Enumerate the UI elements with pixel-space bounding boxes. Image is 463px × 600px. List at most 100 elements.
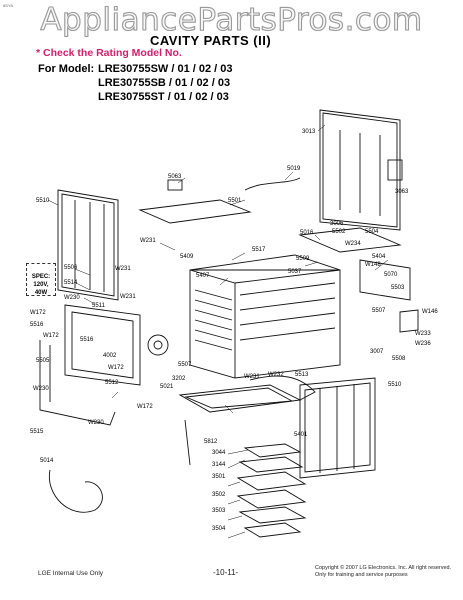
model-label: For Model:	[38, 63, 95, 75]
callout-label: 5014	[40, 458, 54, 464]
rack-3501	[236, 471, 307, 491]
rear-panel-inner	[322, 112, 398, 228]
callout-label: 5501	[228, 198, 242, 204]
callout-label: 3144	[212, 462, 226, 468]
callout-label: W231	[244, 374, 260, 380]
callout-label: 4002	[103, 353, 117, 359]
watermark: AppliancePartsPros.com	[40, 1, 423, 38]
callout-label: 5513	[295, 372, 309, 378]
check-rating-note: * Check the Rating Model No.	[36, 47, 182, 59]
rack-3044	[243, 443, 302, 458]
footer-copyright: Copyright © 2007 LG Electronics. Inc. Al…	[315, 565, 452, 571]
callout-label: 5504	[365, 229, 379, 235]
page-number: -10-11-	[213, 568, 239, 577]
callout-label: 3501	[212, 474, 226, 480]
callout-label: W231	[115, 266, 131, 272]
rear-panel-shape	[319, 109, 401, 231]
callout-label: W230	[88, 420, 104, 426]
callout-label: W230	[64, 295, 80, 301]
callout-label: 5512	[105, 380, 119, 386]
footer-left: LGE Internal Use Only	[38, 570, 104, 577]
top-frame-right	[298, 227, 402, 253]
callout-label: 3044	[212, 450, 226, 456]
callout-label: 3504	[212, 526, 226, 532]
callout-label: 5506	[64, 265, 78, 271]
hinge-bracket	[399, 309, 419, 333]
callout-label: 3013	[302, 129, 316, 135]
callout-label: W231	[120, 294, 136, 300]
spec-value: 120V, 40W	[33, 282, 49, 296]
model-line-3: LRE30755ST / 01 / 02 / 03	[98, 91, 229, 103]
callout-label: 5404	[372, 254, 386, 260]
callout-label: 5516	[80, 337, 94, 343]
callout-label: 5063	[168, 174, 182, 180]
callout-label: 5407	[196, 273, 210, 279]
wire-harness	[244, 177, 301, 191]
callout-label: 5016	[300, 230, 314, 236]
callout-label: W172	[43, 333, 59, 339]
callout-label: W234	[345, 241, 361, 247]
callout-label: 5502	[332, 229, 346, 235]
callout-label: 5517	[252, 247, 266, 253]
callout-label: 5507	[372, 308, 386, 314]
footer-training: Only for training and service purposes	[315, 572, 408, 578]
corner-code: 8SY8	[3, 3, 13, 8]
model-line-2: LRE30755SB / 01 / 02 / 03	[98, 77, 231, 89]
callout-label: 5503	[391, 285, 405, 291]
callout-label: 3063	[395, 189, 409, 195]
callout-label: 3007	[370, 349, 384, 355]
oven-cavity	[189, 254, 341, 379]
convection-fan	[147, 334, 169, 356]
top-plate	[138, 199, 252, 224]
callout-label: 5510	[388, 382, 402, 388]
spec-box: SPEC: 120V, 40W	[26, 263, 56, 296]
callout-label: 5514	[64, 280, 78, 286]
callout-label: W236	[415, 341, 431, 347]
callout-label: 5516	[30, 322, 44, 328]
callout-label: 5510	[36, 198, 50, 204]
callout-label: 5037	[288, 269, 302, 275]
callout-label: 5812	[204, 439, 218, 445]
callout-label: 5511	[92, 303, 106, 309]
callout-label: W230	[33, 386, 49, 392]
callout-labels: 3013 5063 5019 3063 5510 5501 W231 3006 …	[30, 129, 438, 532]
part-5063-shape	[167, 179, 183, 191]
callout-label: W172	[30, 310, 46, 316]
diagram-drawing	[39, 109, 419, 539]
front-frame	[64, 304, 141, 386]
callout-label: W232	[268, 372, 284, 378]
callout-label: W233	[415, 331, 431, 337]
callout-label: 5508	[392, 356, 406, 362]
callout-label: 3202	[172, 376, 186, 382]
callout-label: 3006	[330, 221, 344, 227]
power-cord	[48, 469, 103, 513]
panel-bracket-3063	[387, 159, 403, 181]
callout-label: 5070	[384, 272, 398, 278]
door-panel-left	[57, 189, 119, 301]
rack-3144	[238, 456, 304, 473]
page-title: CAVITY PARTS (II)	[150, 33, 272, 48]
callout-label: 5409	[180, 254, 194, 260]
callout-label: 5021	[160, 384, 174, 390]
callout-label: W172	[108, 365, 124, 371]
cavity-racks	[194, 282, 336, 351]
callout-label: 5515	[30, 429, 44, 435]
support-rod	[184, 419, 191, 466]
rack-3503	[238, 506, 307, 524]
callout-label: 3503	[212, 508, 226, 514]
callout-label: 5019	[287, 166, 301, 172]
door-panel-right	[299, 377, 376, 479]
callout-label: W148	[365, 262, 381, 268]
heater-element-5505	[39, 340, 116, 426]
model-line-1: LRE30755SW / 01 / 02 / 03	[98, 63, 233, 75]
callout-label: 5401	[294, 432, 308, 438]
bake-element	[249, 375, 316, 401]
callout-label: 5509	[296, 256, 310, 262]
spec-title: SPEC:	[31, 274, 51, 280]
callout-label: W231	[140, 238, 156, 244]
rack-3502	[236, 489, 307, 509]
rack-3504	[243, 522, 302, 538]
broil-pan	[178, 384, 302, 413]
callout-label: 3502	[212, 492, 226, 498]
callout-label: 5505	[36, 358, 50, 364]
